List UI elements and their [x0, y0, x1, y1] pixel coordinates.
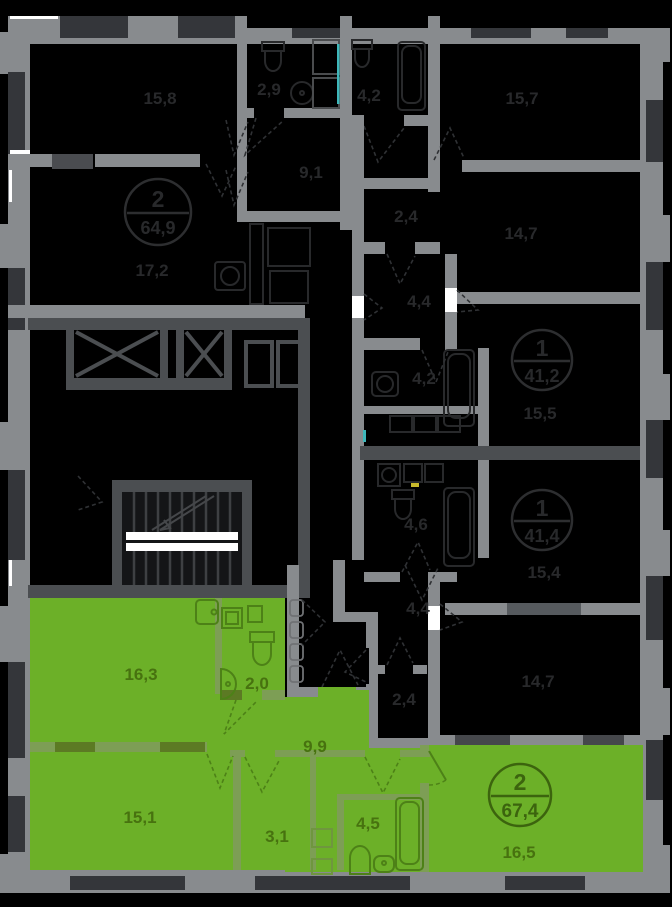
a412-vent-line: [363, 430, 366, 442]
selected-door-leaf: [428, 750, 447, 786]
selected-partitions: [30, 598, 430, 872]
a414-room-kitchen-living: 15,4: [527, 563, 561, 582]
apartment-a412[interactable]: 1 41,2 2,4 14,7 4,4 4,2 15,5: [352, 126, 640, 560]
selected-total-area: 67,4: [502, 801, 539, 822]
a649-total-area: 64,9: [140, 218, 175, 238]
apartment-a414[interactable]: 1 41,4 4,6 15,4 4,4 2,4 14,7: [364, 460, 640, 748]
selected-rooms-count: 2: [514, 769, 527, 795]
selected-cabinets: [311, 828, 333, 875]
a412-room-main: 14,7: [504, 224, 537, 243]
a414-door-opening: [428, 606, 440, 630]
a649-door-swings: [205, 117, 285, 208]
a412-door-swings: [363, 253, 480, 385]
a412-total-area: 41,2: [524, 366, 559, 386]
selected-unit-circle: 2 67,4: [487, 762, 553, 828]
elevator-crossbraces: [75, 330, 224, 378]
selected-room-hallway: 9,9: [303, 737, 327, 756]
a649-unit-circle: 2 64,9: [123, 177, 193, 247]
a157-fixtures: [351, 39, 426, 111]
apartment-a649[interactable]: 2 64,9 15,8 17,2 2,9 9,1: [8, 16, 352, 318]
selected-room-bathroom-small: 2,0: [245, 674, 269, 693]
selected-room-living: 16,5: [502, 843, 535, 862]
a414-room-storage: 2,4: [392, 690, 416, 709]
a412-room-kitchen-living: 15,5: [523, 404, 556, 423]
apartment-a157[interactable]: 4,2 15,7: [351, 16, 640, 192]
selected-room-kitchen-living: 16,3: [124, 665, 157, 684]
a649-room-bathroom: 2,9: [257, 80, 281, 99]
a412-room-hallway: 4,4: [407, 292, 431, 311]
core-shaft-rooms: [244, 340, 306, 388]
a414-total-area: 41,4: [524, 526, 559, 546]
a414-wall-darks: [455, 735, 624, 745]
a649-rooms-count: 2: [152, 186, 165, 212]
a414-walls: [364, 460, 640, 748]
selected-door-swings: [206, 699, 401, 795]
selected-room-bathroom: 4,5: [356, 814, 380, 833]
selected-room-storage: 3,1: [265, 827, 289, 846]
a412-rooms-count: 1: [536, 335, 549, 361]
a412-walls: [352, 126, 640, 560]
a649-balcony-door: [52, 154, 93, 169]
a649-room-hallway: 9,1: [299, 163, 323, 182]
a414-room-hallway: 4,4: [406, 599, 430, 618]
windows: [8, 16, 663, 890]
a649-room-bedroom: 15,8: [143, 89, 176, 108]
apartment-selected[interactable]: 2 67,4 16,3 2,0 9,9 15,1 3,1 4,5 16,5: [30, 598, 643, 875]
selected-floor: [30, 598, 643, 872]
pocket-door-swings: [301, 599, 367, 688]
a649-vent-line: [337, 44, 340, 104]
a412-door-openings: [352, 288, 457, 318]
a412-room-bathroom: 4,2: [412, 369, 436, 388]
a414-door-swings: [386, 540, 464, 666]
stair-direction-arrow: [151, 495, 215, 531]
a157-door-swings: [363, 125, 465, 164]
a414-room-main: 14,7: [521, 672, 554, 691]
a412-room-storage: 2,4: [394, 207, 418, 226]
building-core: [28, 318, 310, 598]
a649-room-living: 17,2: [135, 261, 168, 280]
core-walls: [28, 318, 310, 598]
a412-fixtures: [371, 349, 475, 433]
selected-room-bedroom: 15,1: [123, 808, 156, 827]
a414-unit-circle: 1 41,4: [510, 488, 574, 552]
selected-fixtures: [195, 599, 424, 875]
a414-fixtures: [377, 463, 475, 567]
a412-unit-circle: 1 41,2: [510, 328, 574, 392]
lobby-door-swing: [77, 475, 104, 511]
a414-room-bathroom: 4,6: [404, 515, 428, 534]
a157-room-main: 15,7: [505, 89, 538, 108]
staircase: [122, 492, 242, 585]
a649-walls: [8, 16, 352, 318]
a157-walls: [352, 16, 640, 192]
pocket-ducts: [289, 599, 304, 683]
slab-wall: [360, 446, 640, 460]
a414-marker: [411, 483, 419, 487]
a414-rooms-count: 1: [536, 495, 549, 521]
window-glazing-lines: [9, 16, 58, 586]
a157-room-bathroom: 4,2: [357, 86, 381, 105]
